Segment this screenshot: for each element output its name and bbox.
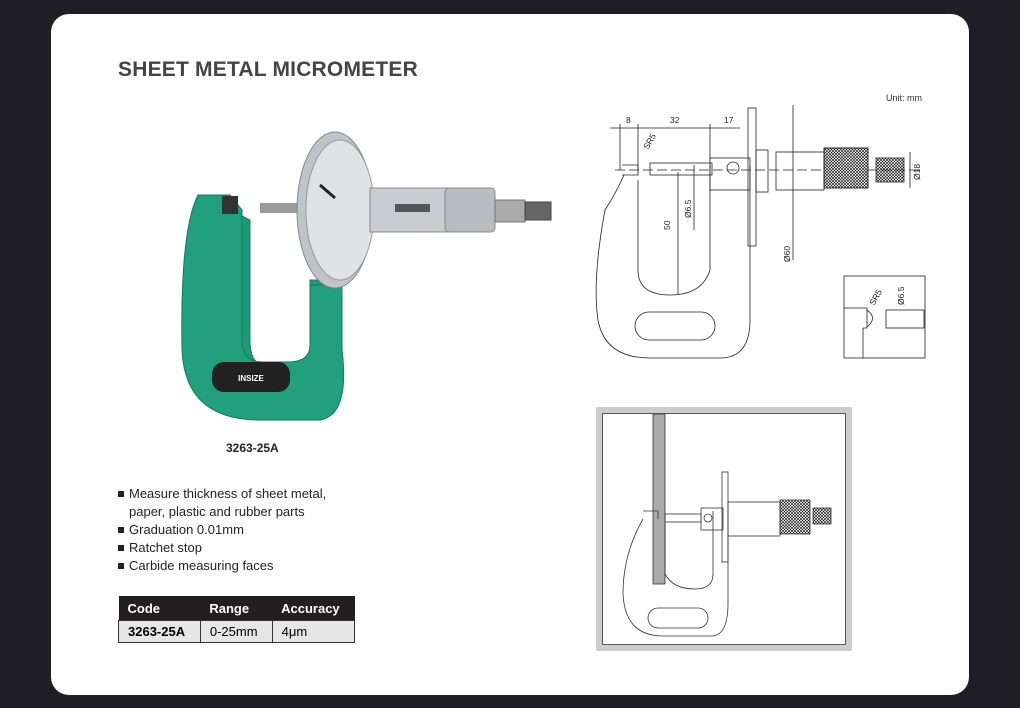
detail-view: SR5 Ø6.5	[843, 275, 926, 359]
unit-label: Unit: mm	[886, 93, 922, 103]
col-accuracy: Accuracy	[272, 596, 355, 621]
svg-text:Ø18: Ø18	[912, 164, 922, 180]
feature-item: Ratchet stop	[118, 539, 326, 557]
product-code-caption: 3263-25A	[226, 441, 279, 455]
feature-item: Measure thickness of sheet metal,	[118, 485, 326, 503]
svg-text:50: 50	[662, 220, 672, 230]
svg-text:SR5: SR5	[867, 287, 884, 307]
col-code: Code	[118, 596, 201, 621]
feature-item: Carbide measuring faces	[118, 557, 326, 575]
feature-list: Measure thickness of sheet metal, paper,…	[118, 485, 326, 575]
svg-text:32: 32	[670, 115, 680, 125]
col-range: Range	[200, 596, 273, 621]
feature-item: Graduation 0.01mm	[118, 521, 326, 539]
svg-text:Ø60: Ø60	[782, 246, 792, 262]
svg-text:Ø6.5: Ø6.5	[896, 286, 906, 305]
svg-text:INSIZE: INSIZE	[238, 374, 264, 383]
page-title: SHEET METAL MICROMETER	[118, 58, 418, 81]
svg-text:17: 17	[724, 115, 734, 125]
svg-text:8: 8	[626, 115, 631, 125]
svg-text:SR5: SR5	[641, 131, 658, 151]
technical-drawing: 8 32 17 SR5 50 Ø6.5 Ø60 Ø18 SR5 Ø6.5	[595, 105, 926, 359]
svg-text:Ø6.5: Ø6.5	[683, 199, 693, 218]
micrometer-photo: INSIZE	[181, 131, 552, 421]
feature-item: paper, plastic and rubber parts	[129, 504, 305, 519]
usage-illustration	[596, 407, 852, 651]
